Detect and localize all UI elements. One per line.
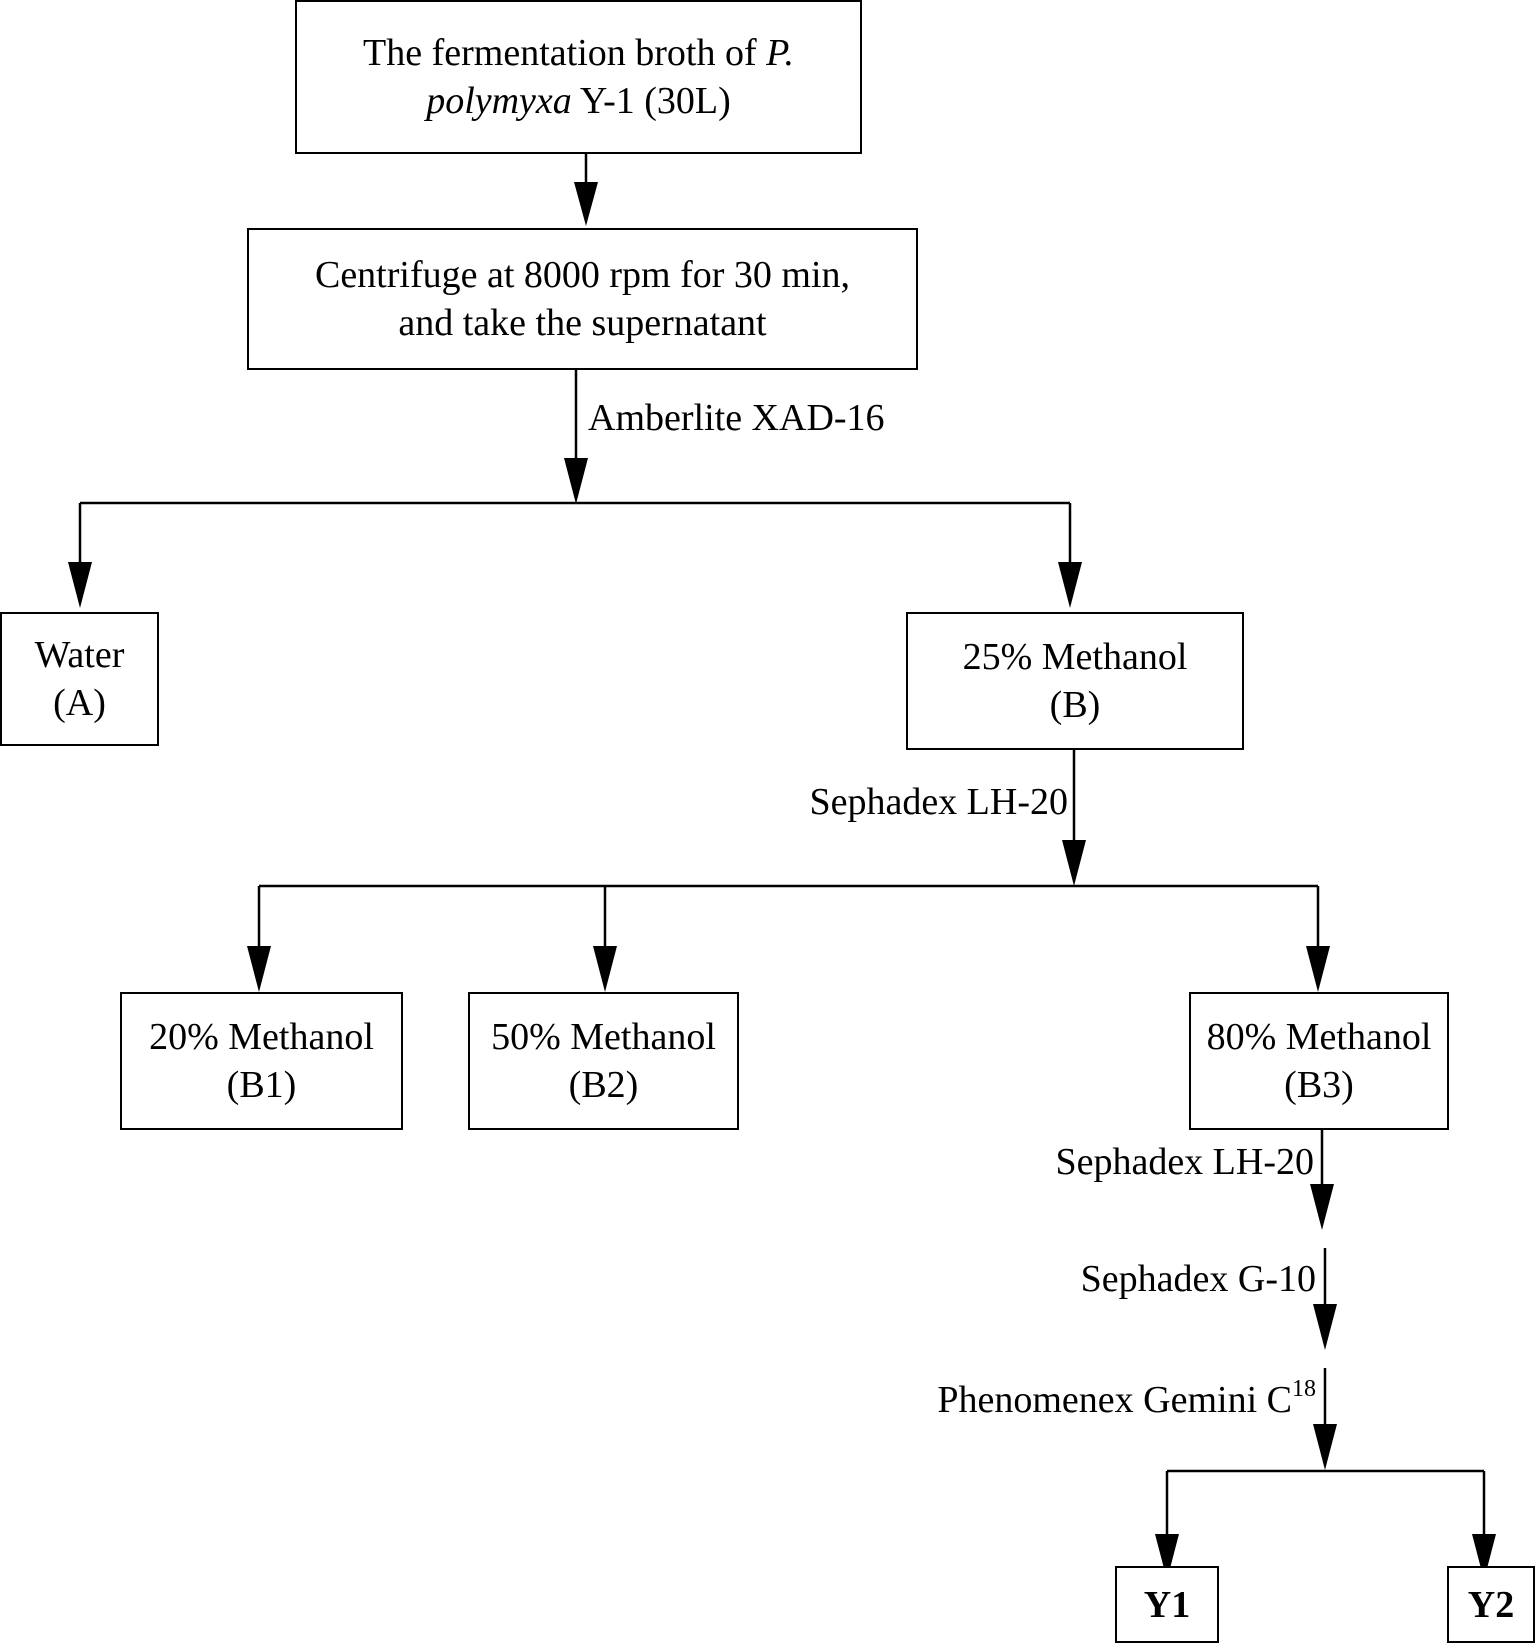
methanol-80-box: 80% Methanol (B3): [1189, 992, 1449, 1130]
arrowhead-centrifuge: [574, 182, 598, 226]
arrowhead-y2: [1472, 1534, 1496, 1580]
arrowhead-g10: [1313, 1304, 1337, 1350]
y1-label: Y1: [1143, 1583, 1191, 1626]
methanol-20-label: 20% Methanol: [149, 1016, 374, 1058]
phenomenex-label: Phenomenex Gemini C18: [860, 1376, 1316, 1422]
methanol-50-label: 50% Methanol: [491, 1016, 716, 1058]
sephadex-lh20-first-label: Sephadex LH-20: [809, 781, 1068, 823]
phenomenex-superscript: 18: [1292, 1376, 1316, 1402]
fermentation-broth-line-1: The fermentation broth of P.: [363, 32, 794, 74]
water-code: (A): [53, 682, 106, 724]
amberlite-label: Amberlite XAD-16: [588, 397, 885, 439]
centrifuge-line-1: Centrifuge at 8000 rpm for 30 min,: [314, 254, 851, 296]
arrowhead-y1: [1155, 1534, 1179, 1580]
sephadex-lh20-second-label: Sephadex LH-20: [1055, 1141, 1314, 1183]
methanol-20-code: (B1): [226, 1064, 297, 1106]
arrowhead-split-2: [1062, 840, 1086, 886]
arrowhead-methanol20: [247, 946, 271, 992]
species-initial: P.: [766, 32, 794, 74]
arrowhead-phenomenex: [1313, 1424, 1337, 1470]
y2-box: Y2: [1447, 1566, 1535, 1643]
water-label: Water: [34, 634, 125, 676]
centrifuge-box: Centrifuge at 8000 rpm for 30 min, and t…: [247, 228, 918, 370]
arrowhead-split-1: [564, 458, 588, 504]
arrowhead-methanol80: [1306, 946, 1330, 992]
methanol-50-box: 50% Methanol (B2): [468, 992, 739, 1130]
arrowhead-methanol25: [1058, 562, 1082, 608]
arrowhead-lh20-second: [1310, 1184, 1334, 1230]
fermentation-broth-box: The fermentation broth of P. polymyxa Y-…: [295, 0, 862, 154]
sephadex-g10-label: Sephadex G-10: [1080, 1258, 1316, 1300]
centrifuge-line-2: and take the supernatant: [398, 302, 767, 344]
methanol-80-code: (B3): [1284, 1064, 1354, 1106]
methanol-25-box: 25% Methanol (B): [906, 612, 1244, 750]
methanol-80-label: 80% Methanol: [1206, 1016, 1432, 1058]
methanol-50-code: (B2): [568, 1064, 639, 1106]
methanol-20-box: 20% Methanol (B1): [120, 992, 403, 1130]
y2-label: Y2: [1467, 1583, 1515, 1626]
methanol-25-code: (B): [1049, 684, 1101, 726]
fermentation-broth-line-2: polymyxa Y-1 (30L): [426, 80, 731, 122]
species-name: polymyxa: [426, 80, 572, 122]
y1-box: Y1: [1115, 1566, 1219, 1643]
water-box: Water (A): [0, 612, 159, 746]
arrowhead-methanol50: [593, 946, 617, 992]
phenomenex-text: Phenomenex Gemini C: [937, 1379, 1292, 1421]
methanol-25-label: 25% Methanol: [962, 636, 1188, 678]
arrowhead-water: [68, 562, 92, 608]
